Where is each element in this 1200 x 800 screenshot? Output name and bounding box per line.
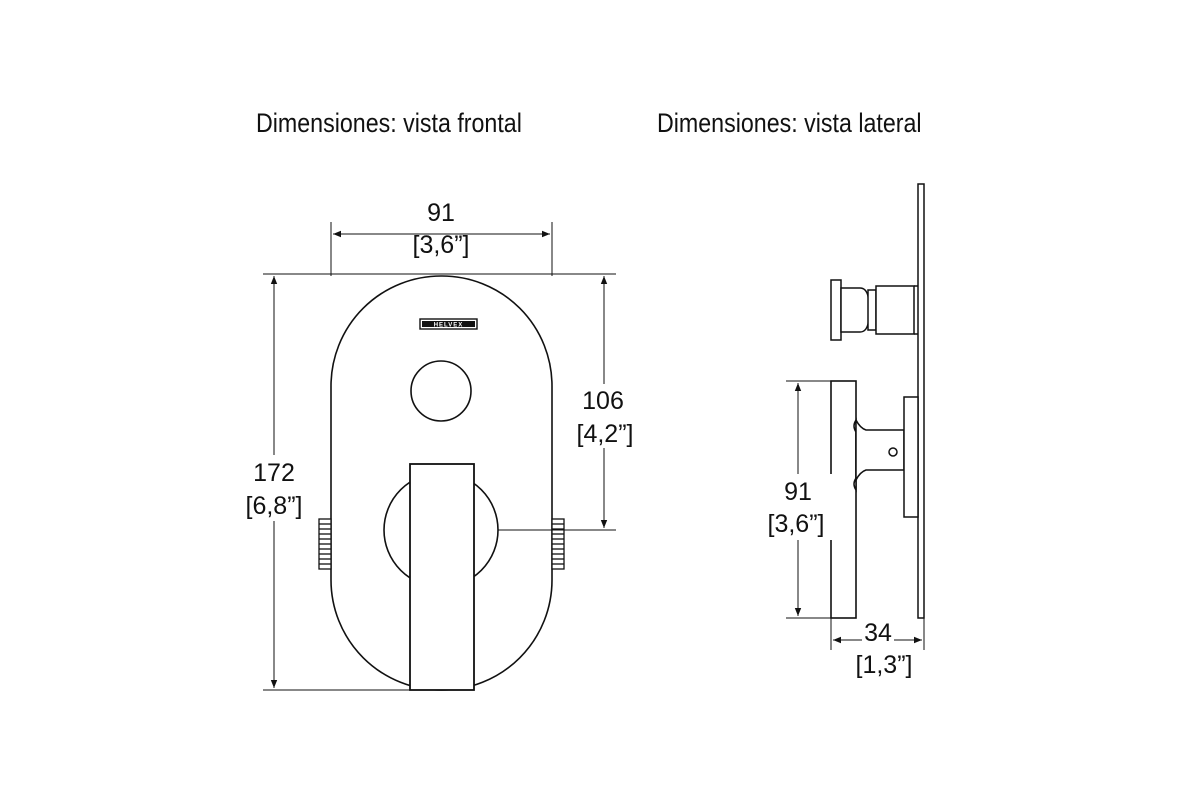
side-depth-mm: 34 [864, 619, 892, 647]
front-height-mm: 172 [253, 459, 295, 487]
front-height-in: [6,8”] [246, 492, 303, 520]
brand-plate-label: HELVEX [434, 323, 464, 329]
brand-plate: HELVEX [419, 318, 478, 330]
side-height-dimension: 91 [3,6”] [762, 380, 834, 619]
front-offset-dimension: 106 [4,2”] [441, 273, 642, 531]
side-handle-stem [853, 396, 919, 518]
side-view-title: Dimensiones: vista lateral [657, 108, 922, 138]
diverter-knob [410, 360, 472, 422]
side-wall-plate [917, 183, 925, 619]
front-offset-in: [4,2”] [577, 420, 634, 448]
front-width-in: [3,6”] [413, 231, 470, 259]
side-depth-in: [1,3”] [856, 651, 913, 679]
left-threaded-connector [318, 518, 332, 570]
front-height-dimension: 172 [6,8”] [236, 273, 441, 691]
front-width-dimension: 91 [3,6”] [330, 199, 553, 276]
right-threaded-connector [551, 518, 565, 570]
side-height-in: [3,6”] [768, 510, 825, 538]
front-offset-mm: 106 [582, 387, 624, 415]
front-width-mm: 91 [427, 199, 455, 227]
side-view: 91 [3,6”] 34 [1,3”] [762, 183, 925, 679]
front-view: HELVEX [236, 199, 642, 691]
side-handle-lever [830, 380, 857, 619]
side-diverter-knob [830, 279, 918, 341]
side-height-mm: 91 [784, 478, 812, 506]
front-view-title: Dimensiones: vista frontal [256, 108, 522, 138]
handle-lever [409, 463, 475, 691]
side-depth-dimension: 34 [1,3”] [830, 618, 925, 679]
